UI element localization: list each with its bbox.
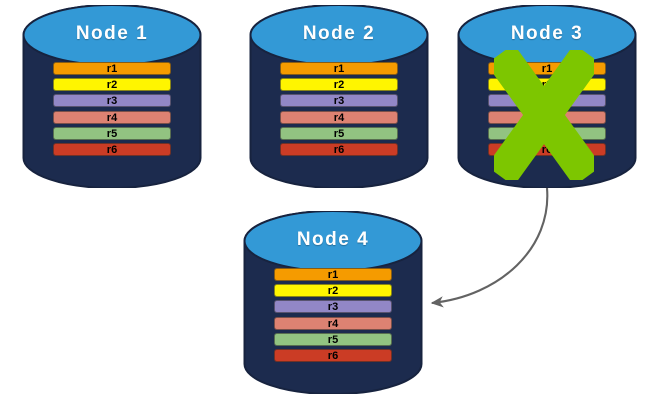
row-bar-r6[interactable]: r6 (280, 143, 398, 156)
row-bar-r5[interactable]: r5 (274, 332, 392, 346)
row-bar-r4[interactable]: r4 (53, 110, 171, 124)
row-bar-r2[interactable]: r2 (280, 78, 398, 92)
row-bar-r6[interactable]: r6 (53, 143, 171, 156)
cylinder-top-ellipse (249, 5, 429, 66)
cylinder-top-ellipse (22, 5, 202, 66)
row-bar-r5[interactable]: r5 (53, 126, 171, 140)
cylinder-top-ellipse (243, 211, 423, 272)
row-bar-r3[interactable]: r3 (274, 300, 392, 314)
row-bar-r2[interactable]: r2 (274, 284, 392, 298)
row-bar-r4[interactable]: r4 (274, 316, 392, 330)
cylinder-top-ellipse (457, 5, 637, 66)
row-bar-r1[interactable]: r1 (280, 62, 398, 75)
row-bar-r4[interactable]: r4 (280, 110, 398, 124)
row-bar-r3[interactable]: r3 (488, 94, 606, 108)
row-bar-r3[interactable]: r3 (53, 94, 171, 108)
row-bar-r6[interactable]: r6 (488, 143, 606, 156)
row-bar-r6[interactable]: r6 (274, 349, 392, 362)
row-bar-r5[interactable]: r5 (488, 126, 606, 140)
row-bar-r5[interactable]: r5 (280, 126, 398, 140)
row-bar-r2[interactable]: r2 (53, 78, 171, 92)
row-bar-r1[interactable]: r1 (274, 268, 392, 281)
row-bar-r1[interactable]: r1 (53, 62, 171, 75)
row-bar-r2[interactable]: r2 (488, 78, 606, 92)
failover-arrow-path (430, 187, 549, 308)
row-bar-r3[interactable]: r3 (280, 94, 398, 108)
row-bar-r4[interactable]: r4 (488, 110, 606, 124)
row-bar-r1[interactable]: r1 (488, 62, 606, 75)
